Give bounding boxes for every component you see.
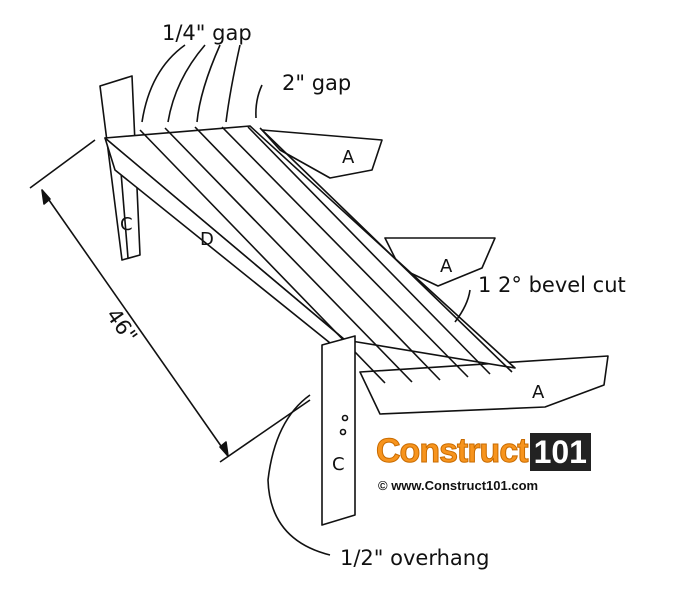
label-bevel-cut: 1 2° bevel cut xyxy=(478,273,626,297)
copyright-text: © www.Construct101.com xyxy=(378,478,539,493)
part-a-top xyxy=(261,129,383,179)
part-label-a-middle: A xyxy=(440,256,453,277)
part-label-a-bottom: A xyxy=(532,382,545,403)
leader-lines xyxy=(141,44,471,556)
part-label-c-left: C xyxy=(120,214,133,235)
part-c-front xyxy=(321,335,356,526)
construct101-logo: Construct 101 xyxy=(376,432,591,471)
part-a-bottom xyxy=(359,355,609,415)
logo-number: 101 xyxy=(529,432,591,471)
logo-word: Construct xyxy=(376,432,530,471)
part-label-a-top: A xyxy=(342,147,355,168)
part-label-d: D xyxy=(200,229,214,250)
part-label-c-front: C xyxy=(332,454,345,475)
dimension-46 xyxy=(29,139,311,463)
label-quarter-gap: 1/4" gap xyxy=(162,21,252,45)
label-two-inch-gap: 2" gap xyxy=(282,71,351,95)
label-overhang: 1/2" overhang xyxy=(340,546,489,570)
label-length: 46" xyxy=(101,304,142,348)
